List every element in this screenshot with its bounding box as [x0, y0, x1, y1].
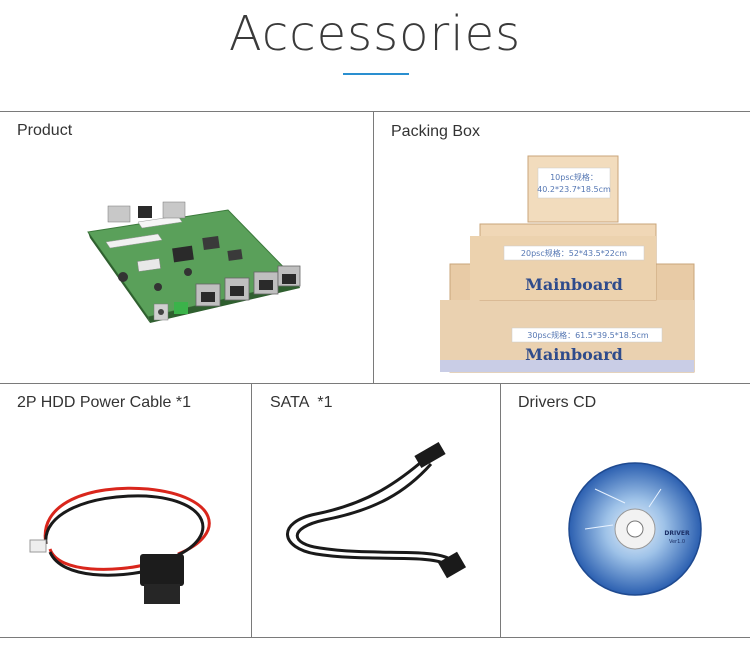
title-underline	[343, 73, 409, 75]
sata-cable-image	[286, 441, 467, 579]
grid-line-bottom	[0, 637, 750, 638]
packing-box-label: Packing Box	[391, 123, 480, 140]
grid-line-top	[0, 111, 750, 112]
drivers-cd-cell: Drivers CD DRIVER Ver1.0	[501, 384, 750, 637]
hdd-cable-cell: 2P HDD Power Cable *1	[0, 384, 251, 637]
box-medium-brand: Mainboard	[525, 275, 623, 294]
box-large-label: 30psc规格：61.5*39.5*18.5cm	[527, 330, 649, 340]
hdd-power-cable-image	[29, 486, 211, 604]
box-medium-label: 20psc规格：52*43.5*22cm	[521, 248, 627, 258]
mainboard-image	[87, 201, 301, 323]
sata-label: SATA *1	[270, 394, 333, 411]
packing-box-cell: Packing Box 10psc规格： 40.2*23.7*18.5cm 20…	[374, 112, 750, 383]
box-small-label-line2: 40.2*23.7*18.5cm	[537, 185, 611, 194]
cd-text-line2: Ver1.0	[669, 539, 685, 545]
drivers-cd-label: Drivers CD	[518, 394, 597, 411]
grid-line-vertical-bottom-1	[251, 383, 252, 637]
page-title: Accessories	[228, 6, 522, 62]
sata-cell: SATA *1	[252, 384, 500, 637]
product-cell: Product	[0, 112, 373, 383]
grid-line-vertical-top	[373, 111, 374, 383]
box-large-brand: Mainboard	[525, 345, 623, 364]
packing-boxes-image: 10psc规格： 40.2*23.7*18.5cm 20psc规格：52*43.…	[440, 155, 695, 373]
grid-line-vertical-bottom-2	[500, 383, 501, 637]
hdd-cable-label: 2P HDD Power Cable *1	[17, 394, 192, 411]
cd-text-line1: DRIVER	[664, 530, 690, 537]
grid-line-middle	[0, 383, 750, 384]
page-header: Accessories	[0, 0, 750, 110]
drivers-cd-image: DRIVER Ver1.0	[568, 462, 702, 596]
box-small-label-line1: 10psc规格：	[550, 172, 598, 182]
product-label: Product	[17, 122, 73, 139]
